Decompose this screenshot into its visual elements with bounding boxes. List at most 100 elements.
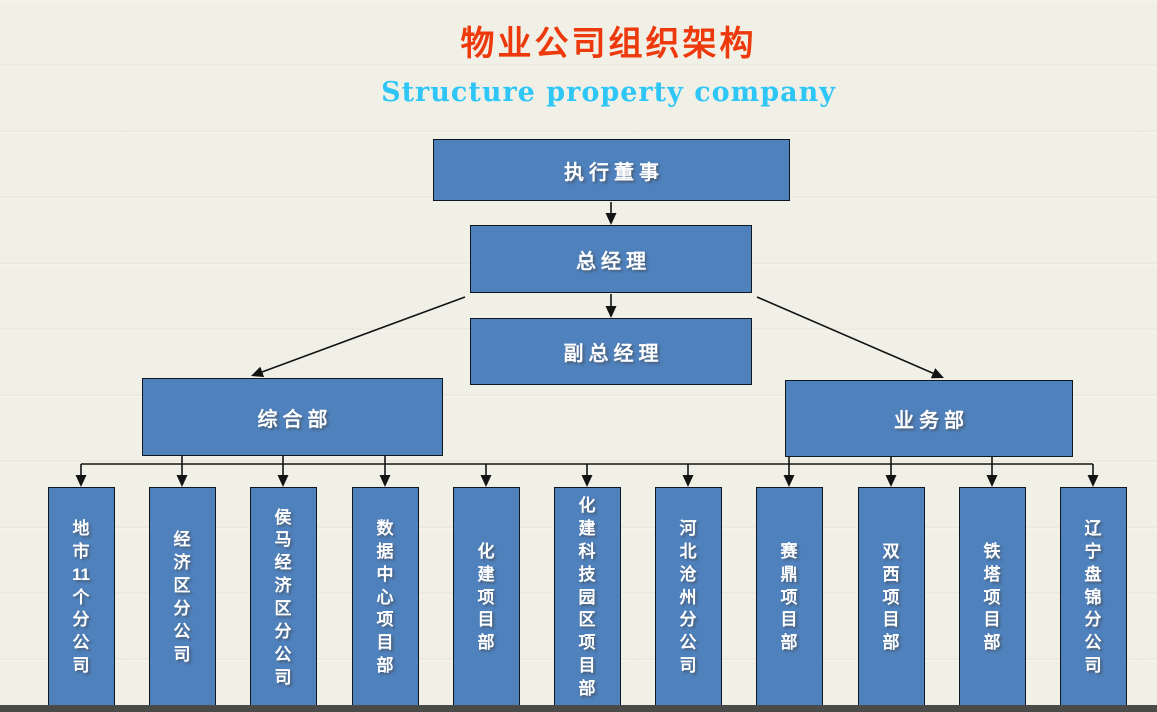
org-unit-label-char: 双 xyxy=(882,541,900,561)
org-unit-box: 河北沧州分公司 xyxy=(654,487,722,708)
org-unit-box: 经济区分公司 xyxy=(148,487,216,708)
org-unit-label-char: 项 xyxy=(882,587,900,607)
org-unit-label-char: 目 xyxy=(983,610,1001,630)
org-unit-label: 河北沧州分公司 xyxy=(656,488,721,707)
org-unit-label-char: 技 xyxy=(578,564,596,584)
org-unit-label-char: 北 xyxy=(679,541,697,561)
org-unit-label: 地市 11 个分公司 xyxy=(49,488,114,707)
org-unit-label-char: 部 xyxy=(477,633,495,653)
org-unit-label-char: 司 xyxy=(173,644,191,664)
org-unit-label-char: 西 xyxy=(882,564,900,584)
org-node-label: 总经理 xyxy=(576,250,651,273)
org-unit-label-char: 公 xyxy=(72,633,90,653)
slide-bottom-edge xyxy=(0,705,1157,712)
org-unit-label-char: 公 xyxy=(679,633,697,653)
org-unit-label-char: 济 xyxy=(274,576,292,596)
org-unit-label-char: 11 xyxy=(72,564,90,584)
org-unit-box: 数据中心项目部 xyxy=(351,487,419,708)
org-node-general-manager: 总经理 xyxy=(470,225,752,293)
org-unit-label-char: 目 xyxy=(376,633,394,653)
org-unit-label-char: 区 xyxy=(274,599,292,618)
org-unit-label-char: 市 xyxy=(72,541,90,561)
org-unit-label-char: 部 xyxy=(780,633,798,653)
org-unit-label-char: 项 xyxy=(780,587,798,607)
org-unit-label-char: 锦 xyxy=(1084,587,1102,607)
org-unit-label-char: 公 xyxy=(173,621,191,641)
org-unit-label-char: 目 xyxy=(578,656,596,676)
org-unit-label-char: 公 xyxy=(274,644,292,664)
org-unit-label-char: 分 xyxy=(679,610,697,630)
org-node-label: 执行董事 xyxy=(564,161,664,184)
org-unit-label-char: 目 xyxy=(780,610,798,630)
org-unit-label-char: 项 xyxy=(983,587,1001,607)
org-unit-label-char: 目 xyxy=(477,610,495,630)
org-unit-box: 地市 11 个分公司 xyxy=(47,487,115,708)
org-unit-label-char: 地 xyxy=(72,519,90,539)
org-unit-label-char: 塔 xyxy=(983,564,1001,584)
org-unit-label-char: 铁 xyxy=(983,541,1001,561)
org-unit-label-char: 分 xyxy=(274,621,292,641)
org-unit-label-char: 公 xyxy=(1084,633,1102,653)
org-unit-label-char: 司 xyxy=(274,667,292,687)
org-unit-label-char: 赛 xyxy=(780,541,798,561)
org-unit-label-char: 马 xyxy=(274,530,292,550)
org-unit-box: 化建项目部 xyxy=(452,487,520,708)
org-unit-label-char: 心 xyxy=(376,587,394,607)
org-node-general-affairs-dept: 综合部 xyxy=(142,378,443,456)
org-unit-label-char: 项 xyxy=(578,633,596,653)
org-unit-label-char: 化 xyxy=(477,541,495,561)
org-unit-label-char: 河 xyxy=(679,519,697,539)
org-node-label: 副总经理 xyxy=(563,343,664,365)
org-unit-label-char: 济 xyxy=(173,553,191,573)
org-unit-label-char: 鼎 xyxy=(780,564,798,584)
org-unit-label-char: 建 xyxy=(578,519,596,539)
org-unit-label-char: 辽 xyxy=(1084,519,1102,539)
org-unit-box: 铁塔项目部 xyxy=(958,487,1026,708)
org-unit-label: 经济区分公司 xyxy=(150,488,215,707)
org-unit-label-char: 部 xyxy=(376,656,394,676)
org-unit-label: 数据中心项目部 xyxy=(353,488,418,707)
org-node-label: 综合部 xyxy=(257,408,333,431)
org-node-business-dept: 业务部 xyxy=(785,380,1073,457)
org-unit-label-char: 科 xyxy=(578,541,596,561)
org-unit-label-char: 盘 xyxy=(1084,564,1102,584)
org-unit-label: 化建项目部 xyxy=(454,488,519,707)
org-unit-box: 侯马经济区分公司 xyxy=(249,487,317,708)
org-unit-label: 辽宁盘锦分公司 xyxy=(1061,488,1126,707)
org-unit-label-char: 项 xyxy=(477,587,495,607)
org-unit-label: 侯马经济区分公司 xyxy=(251,488,316,707)
org-node-executive-director: 执行董事 xyxy=(433,139,790,201)
org-unit-label: 化建科技园区项目部 xyxy=(555,488,620,707)
org-unit-label-char: 部 xyxy=(882,633,900,653)
org-unit-label: 双西项目部 xyxy=(859,488,924,707)
org-unit-label-char: 分 xyxy=(173,599,191,618)
org-unit-label-char: 司 xyxy=(72,656,90,676)
org-unit-label-char: 分 xyxy=(1084,610,1102,630)
org-unit-label-char: 建 xyxy=(477,564,495,584)
org-unit-label-char: 部 xyxy=(578,678,596,698)
org-unit-label-char: 分 xyxy=(72,610,90,630)
org-unit-label-char: 侯 xyxy=(274,507,292,527)
org-unit-label-char: 化 xyxy=(578,496,596,516)
org-node-label: 业务部 xyxy=(894,410,969,432)
org-unit-label-char: 数 xyxy=(376,519,394,539)
org-unit-label: 赛鼎项目部 xyxy=(757,488,822,707)
org-unit-label-char: 区 xyxy=(173,576,191,596)
org-node-deputy-general-manager: 副总经理 xyxy=(470,318,752,385)
org-unit-label-char: 项 xyxy=(376,610,394,630)
org-unit-label-char: 司 xyxy=(1084,656,1102,676)
org-unit-label-char: 经 xyxy=(173,530,191,550)
org-unit-label: 铁塔项目部 xyxy=(960,488,1025,707)
org-unit-label-char: 宁 xyxy=(1084,541,1102,561)
org-unit-label-char: 州 xyxy=(679,587,697,607)
org-unit-label-char: 园 xyxy=(578,587,596,607)
org-unit-label-char: 个 xyxy=(72,587,90,607)
org-unit-label-char: 司 xyxy=(679,656,697,676)
org-unit-label-char: 经 xyxy=(274,553,292,573)
org-unit-label-char: 区 xyxy=(578,610,596,630)
org-unit-box: 赛鼎项目部 xyxy=(755,487,823,708)
org-unit-label-char: 据 xyxy=(376,541,394,561)
org-unit-label-char: 部 xyxy=(983,633,1001,653)
